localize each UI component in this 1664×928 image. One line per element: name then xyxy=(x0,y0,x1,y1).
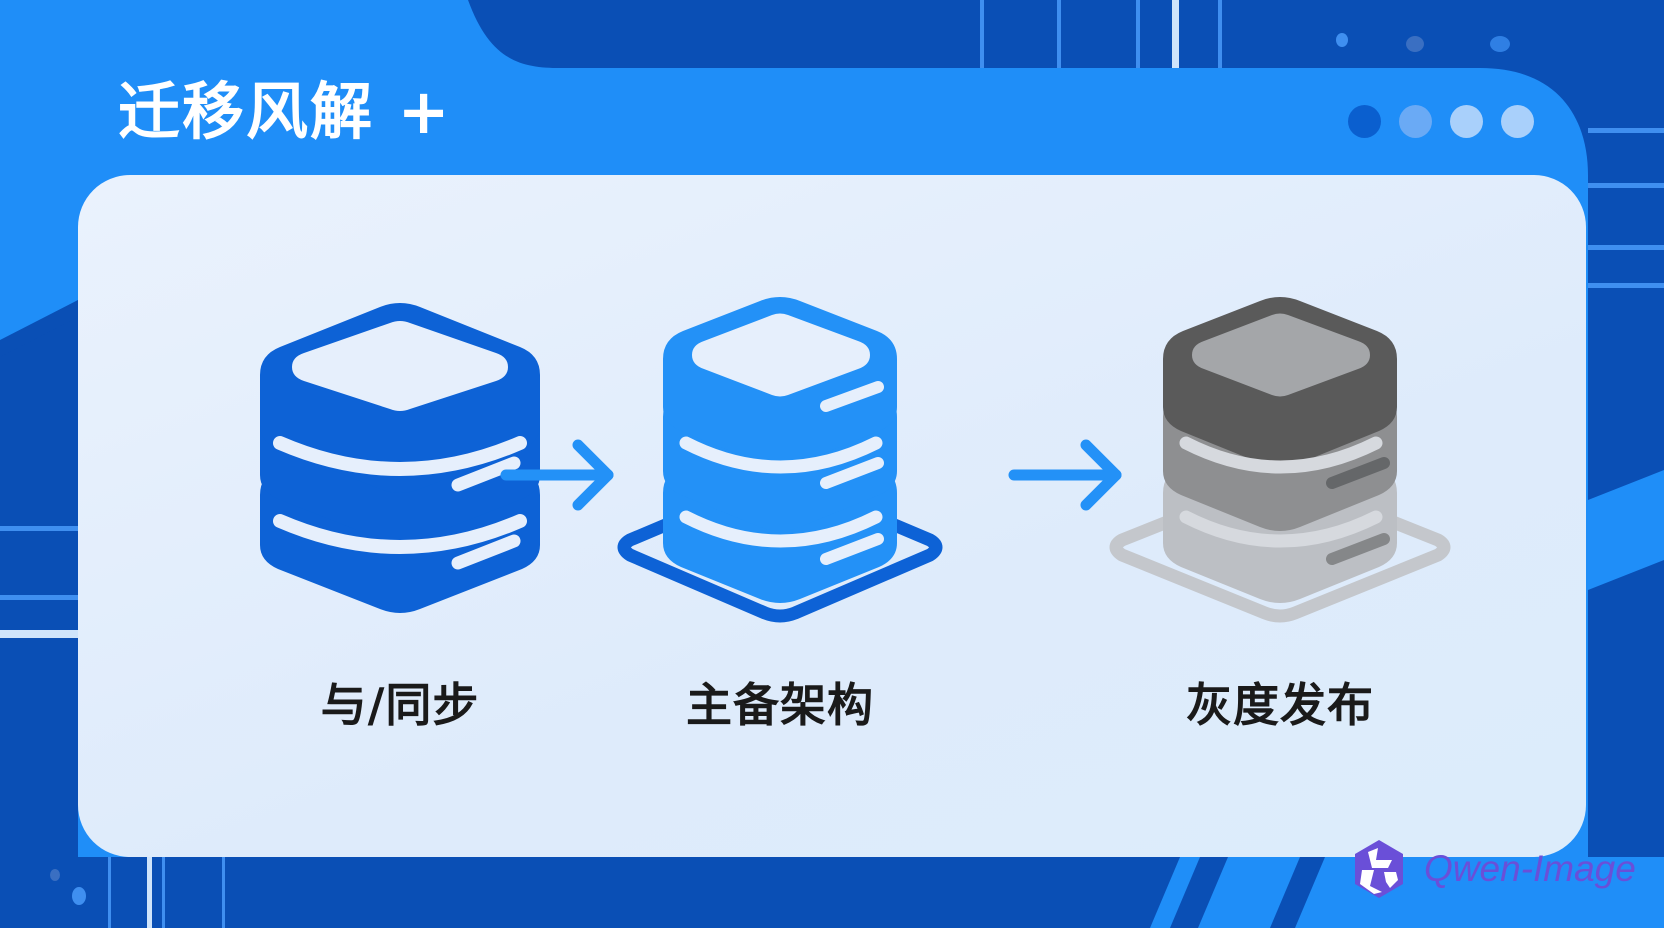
step-gray-release: 灰度发布 xyxy=(1100,175,1460,857)
watermark-text: Qwen-Image xyxy=(1424,848,1636,889)
dot-4[interactable] xyxy=(1501,105,1534,138)
header: 迁移风解 + xyxy=(0,0,1588,175)
step-primary-backup: 主备架构 xyxy=(600,175,960,857)
arrow-right-icon xyxy=(1008,439,1122,511)
step-sync: 与/同步 xyxy=(220,175,580,857)
pagination-dots xyxy=(1348,105,1534,138)
database-platform-icon xyxy=(617,297,943,623)
database-icon xyxy=(260,303,540,613)
step-label: 灰度发布 xyxy=(1186,678,1374,732)
diagram-card: 与/同步 主备架构 xyxy=(78,175,1586,857)
page-title: 迁移风解 + xyxy=(118,75,452,148)
step-label: 主备架构 xyxy=(686,678,874,732)
database-gray-icon xyxy=(1109,297,1451,623)
dot-1[interactable] xyxy=(1348,105,1381,138)
step-label: 与/同步 xyxy=(320,678,480,732)
arrow-right-icon xyxy=(500,439,614,511)
dot-2[interactable] xyxy=(1399,105,1432,138)
dot-3[interactable] xyxy=(1450,105,1483,138)
qwen-logo-icon xyxy=(1355,840,1403,898)
watermark: Qwen-Image xyxy=(1348,838,1636,900)
